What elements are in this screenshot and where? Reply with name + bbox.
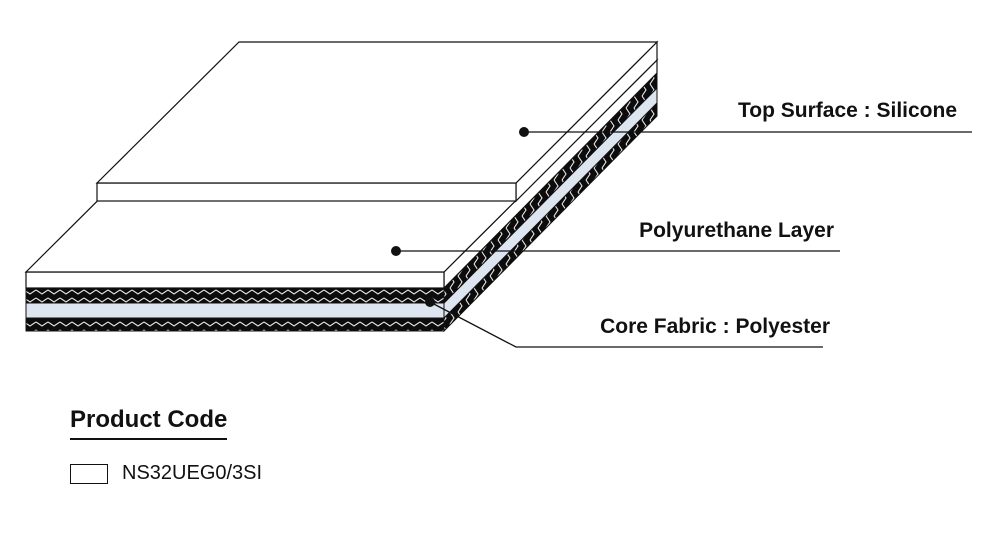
- silicone-layer-top: [95, 41, 659, 184]
- core-fabric-band-front: [25, 302, 445, 319]
- leader-line: [429, 301, 823, 348]
- callout-core-fabric: Core Fabric : Polyester: [425, 297, 830, 348]
- label-top-surface: Top Surface : Silicone: [738, 99, 957, 122]
- core-fabric-upper-front: [25, 287, 445, 304]
- product-code-value: NS32UEG0/3SI: [122, 462, 263, 484]
- polyurethane-layer-front: [25, 271, 445, 289]
- silicone-top-layer: [95, 40, 659, 203]
- product-code-row: NS32UEG0/3SI: [70, 462, 262, 485]
- silicone-layer-front: [96, 182, 517, 202]
- product-code-checkbox[interactable]: [70, 463, 108, 484]
- callout-top-surface: Top Surface : Silicone: [519, 99, 972, 137]
- product-code-heading: Product Code: [70, 406, 228, 440]
- core-fabric-lower-front: [25, 317, 445, 332]
- stack-side-faces: [443, 58, 658, 333]
- label-polyurethane: Polyurethane Layer: [639, 219, 834, 242]
- label-core-fabric: Core Fabric : Polyester: [600, 315, 830, 338]
- stack-front-faces: [25, 271, 445, 332]
- callout-polyurethane: Polyurethane Layer: [391, 219, 840, 256]
